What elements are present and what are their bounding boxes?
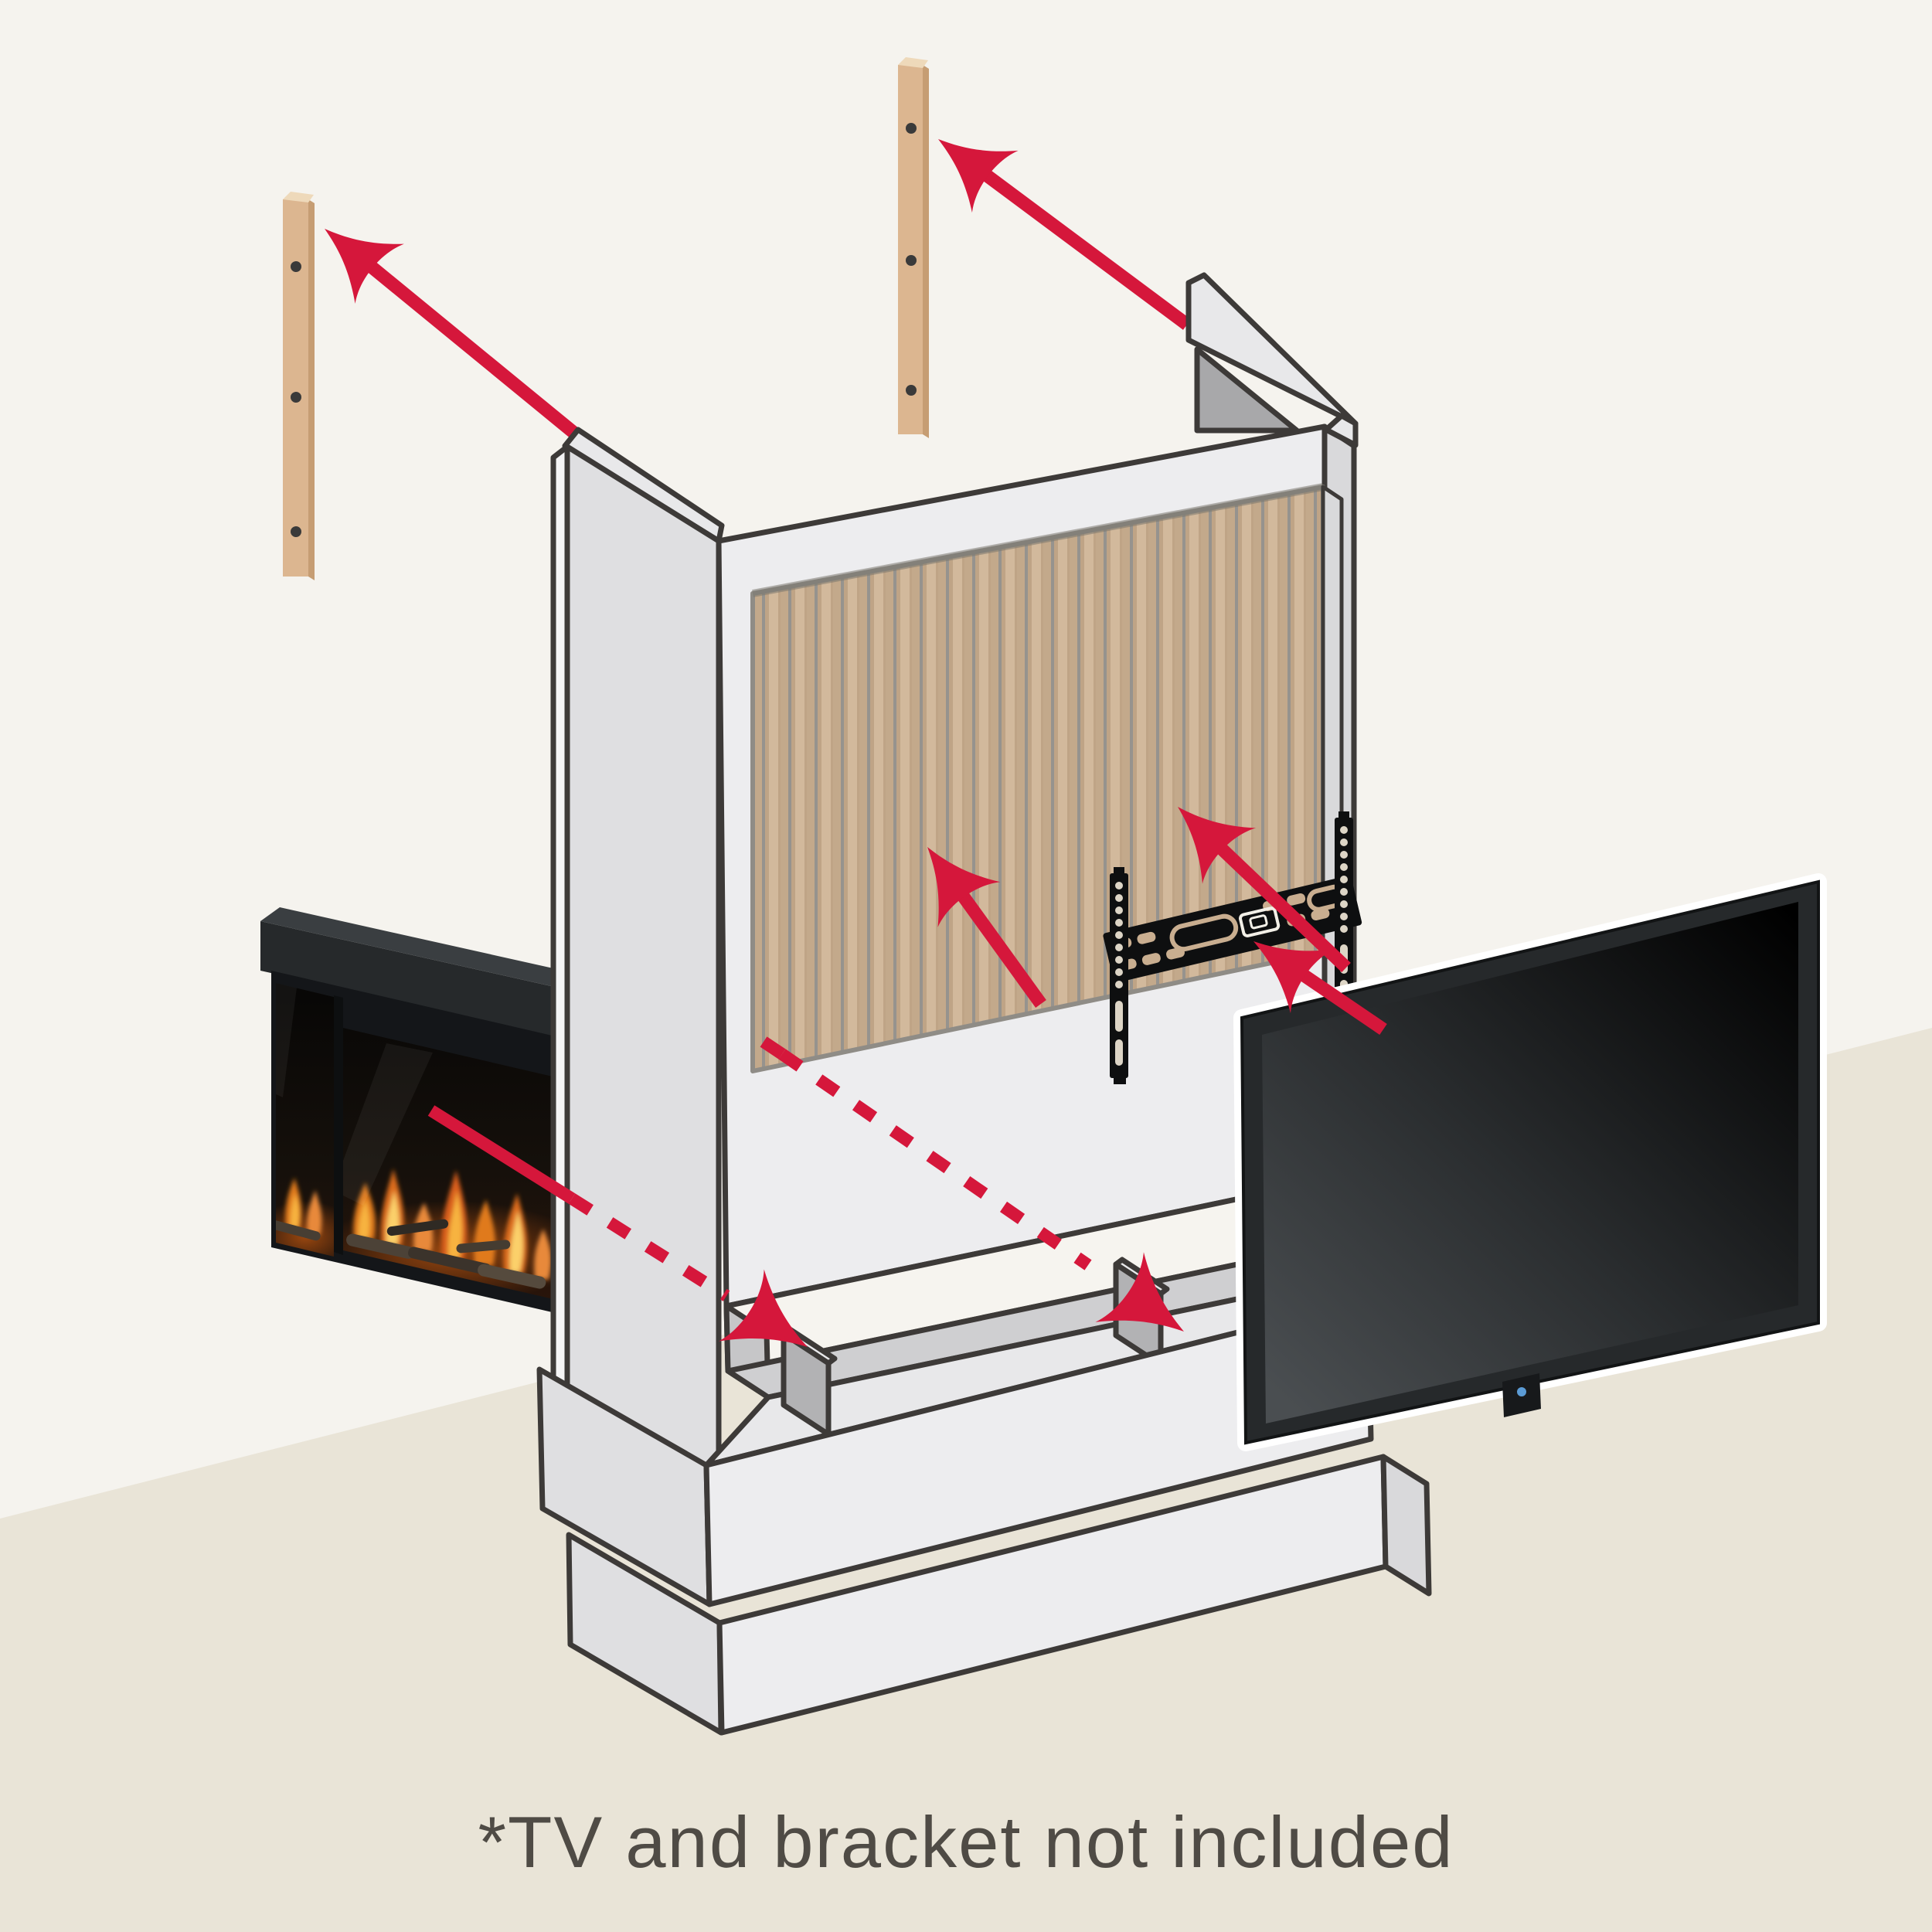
screw-hole-icon [906, 255, 917, 266]
wall-batten-left [283, 192, 315, 580]
batten-right-arrow [915, 107, 1192, 330]
fireplace-to-base-line [427, 1105, 831, 1383]
spirit-level-icon [1239, 906, 1281, 937]
parapet-end-cap [1323, 413, 1359, 448]
screw-hole-icon [906, 123, 917, 134]
media-wall-cabinet [536, 272, 1432, 1736]
panel-to-base-line [760, 1036, 1209, 1367]
screw-hole-icon [291, 526, 301, 537]
slat-panel-arrow-left [896, 824, 1046, 1008]
base-front-face [703, 1297, 1374, 1607]
disclaimer-caption: *TV and bracket not included [478, 1801, 1454, 1883]
batten-left-arrow [300, 199, 584, 443]
log-icon [346, 1219, 546, 1289]
screw-hole-icon [906, 385, 917, 396]
tv-logo-icon [1517, 1387, 1526, 1396]
tv-screen [1262, 902, 1798, 1423]
tv-to-bracket-arrow [1231, 909, 1387, 1036]
parapet-shadow [1194, 346, 1300, 434]
flat-screen-tv [1233, 873, 1827, 1451]
screw-hole-icon [291, 261, 301, 272]
plinth-right-side [1380, 1454, 1432, 1597]
media-trough [703, 1178, 1371, 1468]
pillar-side-face [564, 444, 722, 1506]
screw-hole-icon [291, 392, 301, 403]
flame-icon [285, 1178, 322, 1235]
wall-batten-right [898, 57, 929, 438]
slat-panel-arrow-right [1151, 778, 1351, 973]
electric-fireplace-insert [260, 907, 598, 1318]
